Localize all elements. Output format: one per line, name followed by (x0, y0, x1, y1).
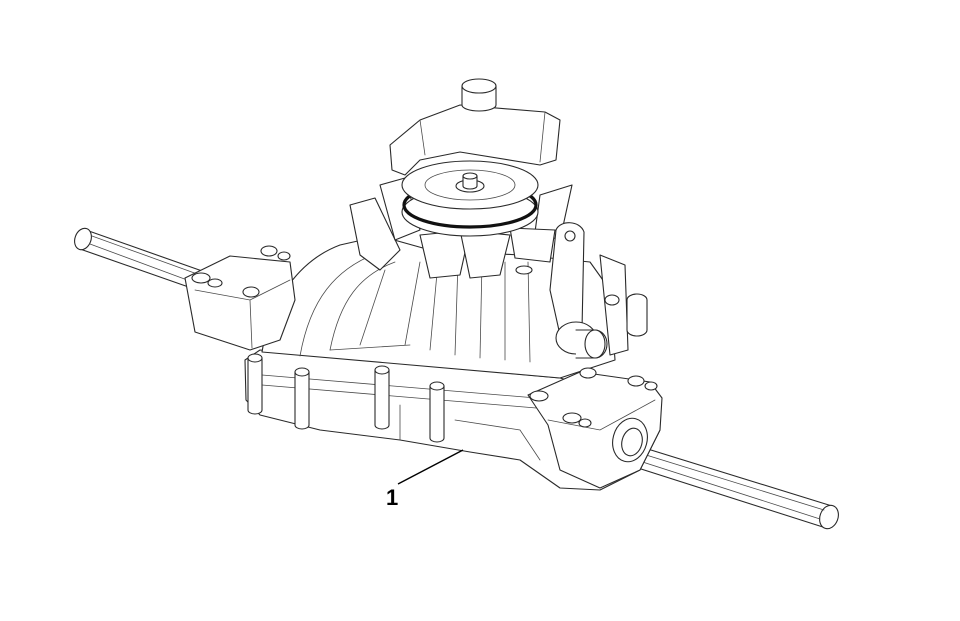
left-axle-shaft (74, 227, 206, 292)
right-axle-shaft (618, 441, 839, 530)
callout-1: 1 (386, 449, 464, 510)
callout-label: 1 (386, 485, 398, 510)
housing-bolt-bosses (247, 353, 445, 443)
right-flange-block (527, 367, 663, 489)
fan-shroud (389, 78, 561, 176)
left-flange-block (184, 245, 296, 351)
drive-pulley (401, 160, 539, 237)
side-bosses (515, 254, 648, 356)
control-arm (549, 222, 608, 359)
callout-leader (397, 449, 464, 485)
cooling-fan (349, 177, 573, 279)
